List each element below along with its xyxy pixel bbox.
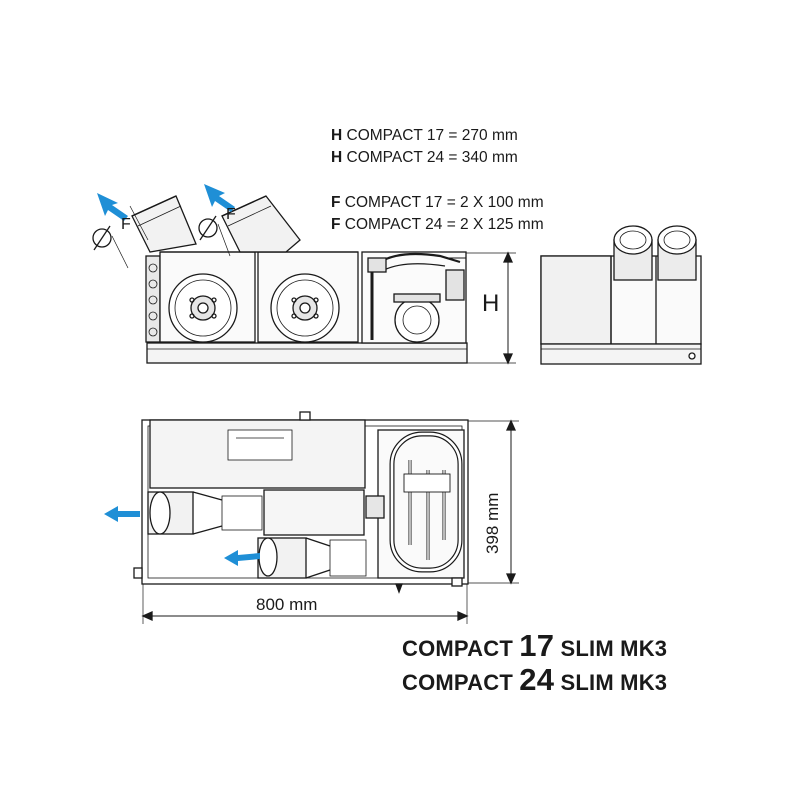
plan-fan-1 xyxy=(147,491,263,535)
end-view-base xyxy=(540,343,702,365)
airflow-arrow-1 xyxy=(97,193,128,221)
model-title-2-prefix: COMPACT xyxy=(402,670,520,695)
airflow-arrow-3 xyxy=(104,506,140,522)
model-title-2: COMPACT 24 SLIM MK3 xyxy=(402,662,667,698)
model-title-1: COMPACT 17 SLIM MK3 xyxy=(402,628,667,664)
end-view-duct-2 xyxy=(657,225,697,281)
spec-f17-text: COMPACT 17 = 2 X 100 mm xyxy=(340,194,544,211)
diameter-symbol-1 xyxy=(92,225,112,251)
side-duct-outlet-2 xyxy=(221,195,301,253)
side-base-tray xyxy=(146,342,468,364)
width-dim-label: 800 mm xyxy=(256,595,318,614)
spec-f-letter: F xyxy=(331,216,341,233)
spec-h17-text: COMPACT 17 = 270 mm xyxy=(342,127,518,144)
spec-h-letter: H xyxy=(331,149,343,166)
diameter-symbol-2 xyxy=(198,215,218,241)
depth-dim-label: 398 mm xyxy=(483,492,502,554)
duct-diameter-label-2: F xyxy=(226,206,236,223)
side-coil xyxy=(145,255,161,343)
spec-f-compact24: F COMPACT 24 = 2 X 125 mm xyxy=(331,215,544,235)
spec-h-compact17: H COMPACT 17 = 270 mm xyxy=(331,126,518,146)
spec-f-compact17: F COMPACT 17 = 2 X 100 mm xyxy=(331,193,544,213)
model-title-2-number: 24 xyxy=(519,662,555,697)
model-title-1-prefix: COMPACT xyxy=(402,636,520,661)
model-title-1-number: 17 xyxy=(519,628,555,663)
side-compressor xyxy=(393,293,441,343)
side-fan-wheel-1 xyxy=(168,273,238,343)
spec-h-letter: H xyxy=(331,127,343,144)
height-label: H xyxy=(482,290,500,317)
model-title-2-suffix: SLIM MK3 xyxy=(554,670,668,695)
spec-h-compact24: H COMPACT 24 = 340 mm xyxy=(331,148,518,168)
plan-fan-block-2 xyxy=(263,489,365,536)
duct-diameter-label-1: F xyxy=(121,216,131,233)
plan-fan-2 xyxy=(257,537,367,579)
plan-piping xyxy=(365,429,465,579)
airflow-arrow-4 xyxy=(224,550,260,566)
spec-f-letter: F xyxy=(331,194,341,211)
end-view-duct-1 xyxy=(613,225,653,281)
side-duct-outlet-1 xyxy=(131,195,197,253)
model-title-1-suffix: SLIM MK3 xyxy=(554,636,668,661)
airflow-arrow-2 xyxy=(204,184,235,212)
side-fan-wheel-2 xyxy=(270,273,340,343)
spec-h24-text: COMPACT 24 = 340 mm xyxy=(342,149,518,166)
spec-f24-text: COMPACT 24 = 2 X 125 mm xyxy=(340,216,544,233)
